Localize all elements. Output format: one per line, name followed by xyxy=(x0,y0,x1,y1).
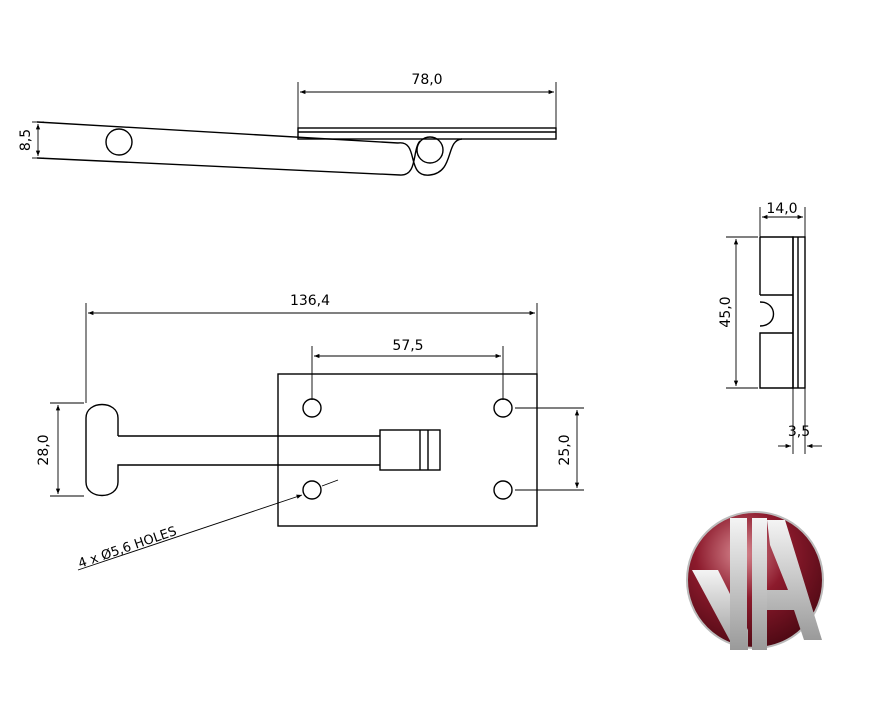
dim-arm-thickness: 8,5 xyxy=(18,129,34,151)
dim-hole-spacing-h: 57,5 xyxy=(392,338,423,354)
front-view: 136,4 57,5 28,0 25,0 4 x Ø5,6 HOLES xyxy=(36,293,584,572)
holes-callout: 4 x Ø5,6 HOLES xyxy=(76,524,178,572)
dim-side-width: 14,0 xyxy=(766,201,797,217)
dim-top-plate-length: 78,0 xyxy=(411,72,442,88)
dim-hole-spacing-v: 25,0 xyxy=(557,434,573,465)
dim-head-height: 28,0 xyxy=(36,434,52,465)
side-view: 14,0 45,0 3,5 xyxy=(718,201,822,454)
top-view: 78,0 8,5 xyxy=(18,72,557,176)
dim-side-height: 45,0 xyxy=(718,296,734,327)
dim-overall-length: 136,4 xyxy=(290,293,330,309)
dim-plate-thickness: 3,5 xyxy=(788,424,810,440)
va-logo xyxy=(686,511,824,650)
